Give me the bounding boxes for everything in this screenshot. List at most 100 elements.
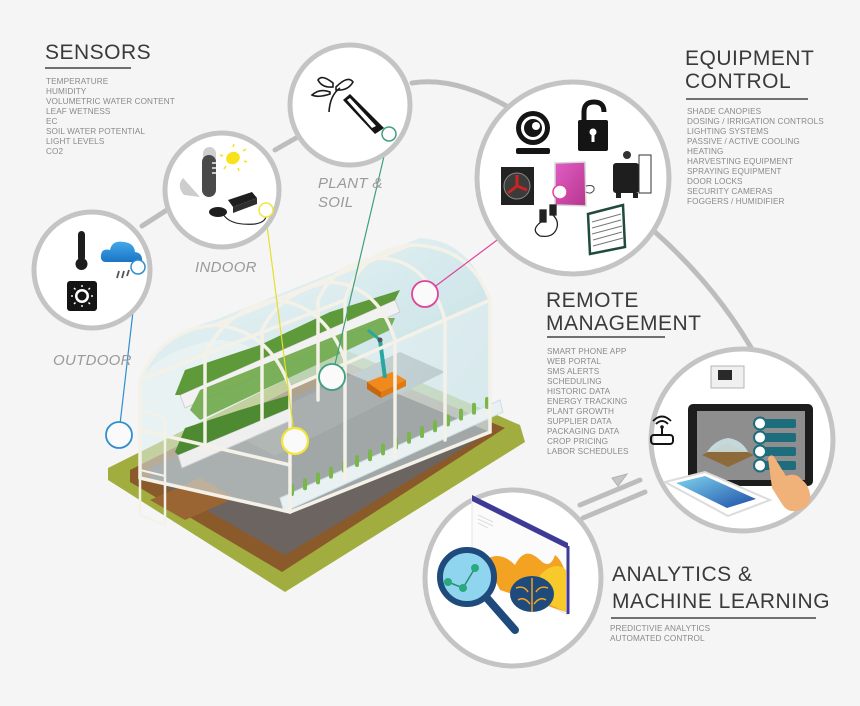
leaf-icon bbox=[310, 76, 354, 113]
equipment-control-heading-rule bbox=[686, 98, 808, 100]
remote-item: SUPPLIER DATA bbox=[547, 417, 612, 426]
front-rack bbox=[279, 399, 504, 513]
louver-vent-icon bbox=[586, 203, 627, 256]
equipment-item: SHADE CANOPIES bbox=[687, 107, 762, 116]
remote-item: SCHEDULING bbox=[547, 377, 602, 386]
equipment-item: PASSIVE / ACTIVE COOLING bbox=[687, 137, 800, 146]
padlock-icon bbox=[578, 99, 608, 151]
seedling bbox=[355, 455, 359, 467]
outdoor-cloud-marker[interactable] bbox=[130, 259, 146, 275]
analytics-circle bbox=[422, 487, 604, 669]
sensor-item: TEMPERATURE bbox=[46, 77, 109, 86]
rain-cloud-icon bbox=[100, 241, 143, 279]
greenhouse-illustration bbox=[105, 134, 561, 592]
remote-item: ENERGY TRACKING bbox=[547, 397, 628, 406]
plant-soil-label-line2: SOIL bbox=[318, 194, 354, 211]
indoor-logger-marker[interactable] bbox=[258, 202, 274, 218]
magnifier-chart-icon bbox=[437, 547, 519, 634]
equipment-control-circle bbox=[474, 79, 672, 277]
hand-pointer-icon bbox=[768, 455, 811, 512]
equipment-control-heading-line2: CONTROL bbox=[685, 70, 792, 93]
equipment-item: HARVESTING EQUIPMENT bbox=[687, 157, 794, 166]
equipment-item: LIGHTING SYSTEMS bbox=[687, 127, 769, 136]
connector-analytics-remote-2 bbox=[580, 489, 648, 521]
sensor-item: SOIL WATER POTENTIAL bbox=[46, 127, 146, 136]
remote-management-circle bbox=[648, 346, 836, 534]
sensor-item: CO2 bbox=[46, 147, 64, 156]
connector-outdoor-indoor bbox=[139, 205, 173, 229]
temperature-humidity-icon bbox=[179, 147, 218, 197]
equipment-item: SECURITY CAMERAS bbox=[687, 187, 773, 196]
sensor-item: EC bbox=[46, 117, 58, 126]
soil-probe-icon bbox=[343, 94, 384, 134]
equipment-item: DOSING / IRRIGATION CONTROLS bbox=[687, 117, 824, 126]
thermometer-icon bbox=[75, 231, 88, 270]
leader-line-plant-soil bbox=[331, 134, 390, 378]
seedling bbox=[420, 426, 424, 438]
sensor-item: LEAF WETNESS bbox=[46, 107, 111, 116]
equipment-panel-marker[interactable] bbox=[552, 184, 568, 200]
remote-item: SMART PHONE APP bbox=[547, 347, 627, 356]
tablet-icon bbox=[688, 404, 813, 486]
seedling bbox=[459, 408, 463, 421]
sensor-item: VOLUMETRIC WATER CONTENT bbox=[46, 97, 175, 106]
connectors bbox=[139, 79, 761, 521]
irrigation-valve-icon bbox=[534, 204, 559, 238]
remote-item: HISTORIC DATA bbox=[547, 387, 611, 396]
indoor-sensor-marker[interactable] bbox=[280, 426, 310, 456]
data-logger-icon bbox=[209, 192, 267, 225]
smartphone-icon bbox=[662, 470, 773, 518]
remote-management-heading-rule bbox=[547, 336, 665, 338]
security-camera-icon bbox=[516, 111, 550, 154]
equipment-item: HEATING bbox=[687, 147, 724, 156]
sensors-heading-rule bbox=[45, 67, 131, 69]
arrow-head-icon bbox=[611, 473, 629, 487]
seedling bbox=[472, 402, 476, 415]
remote-item: WEB PORTAL bbox=[547, 357, 601, 366]
outdoor-label: OUTDOOR bbox=[53, 352, 132, 369]
analytics-heading-rule bbox=[611, 617, 816, 619]
leader-line-indoor bbox=[264, 209, 296, 442]
exhaust-fan-icon bbox=[501, 167, 534, 205]
light-sensor-icon bbox=[67, 281, 97, 311]
seedling bbox=[446, 414, 450, 427]
plant-soil-sensors-circle bbox=[287, 42, 413, 168]
indoor-sensors-circle bbox=[162, 130, 282, 250]
equipment-item: FOGGERS / HUMIDIFIER bbox=[687, 197, 785, 206]
plant-soil-probe-marker[interactable] bbox=[381, 126, 397, 142]
remote-item: SMS ALERTS bbox=[547, 367, 600, 376]
equipment-control-list: SHADE CANOPIES DOSING / IRRIGATION CONTR… bbox=[687, 107, 824, 207]
seedling bbox=[329, 466, 333, 479]
remote-management-heading-line1: REMOTE bbox=[546, 289, 639, 312]
connector-analytics-remote-1 bbox=[577, 477, 643, 508]
sun-icon bbox=[219, 143, 248, 172]
analytics-item: PREDICTIVIE ANALYTICS bbox=[610, 624, 711, 633]
remote-item: PLANT GROWTH bbox=[547, 407, 615, 416]
sensors-heading: SENSORS bbox=[45, 41, 152, 64]
remote-item: CROP PRICING bbox=[547, 437, 609, 446]
seedling bbox=[316, 472, 320, 485]
connector-equipment-remote bbox=[652, 229, 761, 363]
seedling bbox=[368, 449, 372, 462]
heater-icon bbox=[613, 151, 652, 198]
remote-management-heading-line2: MANAGEMENT bbox=[546, 312, 702, 335]
remote-management-list: SMART PHONE APP WEB PORTAL SMS ALERTS SC… bbox=[547, 347, 629, 457]
remote-item: LABOR SCHEDULES bbox=[547, 447, 629, 456]
seedling bbox=[303, 478, 307, 491]
sensor-item: HUMIDITY bbox=[46, 87, 87, 96]
equipment-item: SPRAYING EQUIPMENT bbox=[687, 167, 782, 176]
plant-soil-label-line1: PLANT & bbox=[318, 175, 383, 192]
analytics-heading-line2: MACHINE LEARNING bbox=[612, 590, 831, 613]
remote-item: PACKAGING DATA bbox=[547, 427, 620, 436]
outdoor-sensor-marker[interactable] bbox=[105, 421, 133, 449]
plant-soil-sensor-marker[interactable] bbox=[318, 363, 346, 391]
connector-indoor-plant bbox=[272, 135, 299, 153]
seedling bbox=[407, 431, 411, 444]
outdoor-sensors-circle bbox=[31, 209, 153, 331]
equipment-item: DOOR LOCKS bbox=[687, 177, 743, 186]
seedling bbox=[433, 420, 437, 433]
equipment-control-marker[interactable] bbox=[411, 280, 439, 308]
analytics-item: AUTOMATED CONTROL bbox=[610, 634, 705, 643]
wifi-router-icon bbox=[650, 415, 674, 445]
